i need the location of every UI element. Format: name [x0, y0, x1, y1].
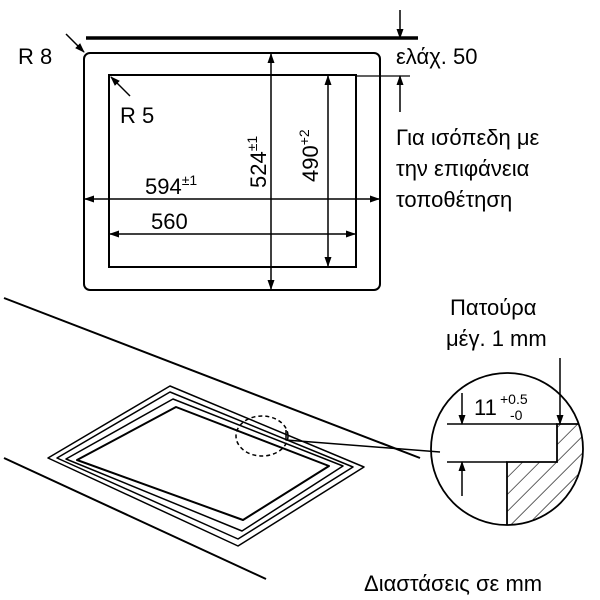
- worktop-back-edge: [3, 297, 421, 459]
- flush-note-line1: Για ισόπεδη με: [396, 125, 540, 150]
- cutout-rim-mid: [56, 391, 354, 540]
- width-outer-label: 594±1: [145, 172, 197, 199]
- detail-view: [430, 358, 584, 526]
- cutout-outer: [83, 52, 381, 291]
- worktop-section-outline: [506, 423, 583, 525]
- units-caption: Διαστάσεις σε mm: [364, 571, 542, 596]
- r8-leader: [65, 33, 85, 53]
- detail-callout-circle: [235, 415, 289, 457]
- detail-leader-line: [285, 430, 441, 453]
- flush-note-line2: την επιφάνεια: [396, 156, 530, 181]
- perspective-view: [3, 297, 441, 580]
- r5-leader: [110, 76, 131, 97]
- cutout-inner: [108, 74, 357, 268]
- top-view: [65, 10, 418, 291]
- rebate-depth-tol-upper: +0.5: [500, 391, 528, 407]
- inner-radius-label: R 5: [120, 103, 154, 128]
- worktop-section-hatch: [507, 424, 583, 525]
- rebate-label-line1: Πατούρα: [450, 295, 537, 320]
- rebate-label-line2: μέγ. 1 mm: [446, 326, 547, 351]
- width-inner-label: 560: [151, 209, 188, 234]
- cutout-rim-inner: [65, 398, 344, 532]
- outer-radius-label: R 8: [18, 44, 52, 69]
- cutout-rim-outer: [47, 385, 365, 547]
- depth-inner-label: 490+2: [296, 129, 323, 182]
- rebate-depth-tol-lower: -0: [510, 407, 523, 423]
- depth-outer-label: 524±1: [244, 136, 271, 188]
- cutout-opening: [76, 406, 330, 521]
- min-gap-label: ελάχ. 50: [396, 44, 477, 69]
- flush-note-line3: τοποθέτηση: [396, 187, 512, 212]
- detail-circle-outline: [430, 372, 584, 526]
- worktop-front-edge: [3, 457, 267, 580]
- rebate-depth-label: 11: [474, 395, 497, 420]
